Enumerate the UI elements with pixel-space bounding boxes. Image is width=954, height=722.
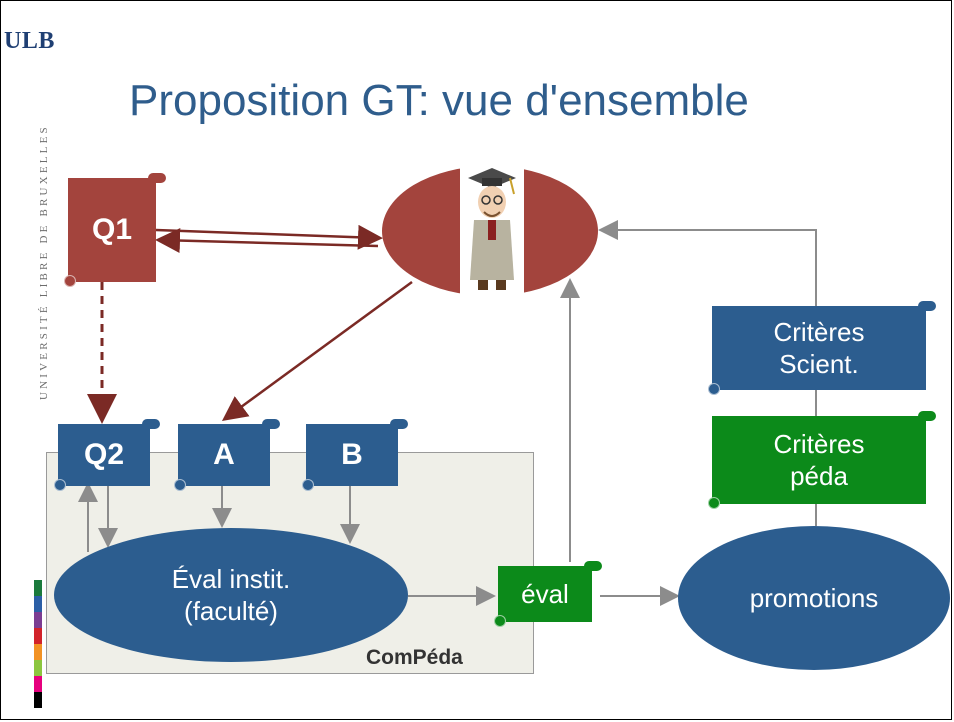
arrow-prof-to-q1 — [155, 228, 379, 254]
b-scroll: B — [302, 419, 408, 491]
q2-label: Q2 — [83, 438, 125, 471]
ulb-logo: ULB — [4, 28, 55, 54]
color-bar — [34, 580, 42, 708]
eval-scroll: éval — [494, 561, 602, 627]
promotions-label: promotions — [749, 583, 879, 613]
criteres-scient-scroll: Critères Scient. — [708, 301, 936, 395]
eval-instit-line2: (faculté) — [184, 596, 278, 626]
eval-instit-line1: Éval instit. — [171, 564, 291, 594]
criteres-peda-line2: péda — [790, 461, 848, 491]
criteres-peda-scroll: Critères péda — [708, 411, 936, 509]
criteres-peda-line1: Critères — [773, 429, 865, 459]
arrow-q1-to-prof — [155, 224, 383, 250]
slide-title: Proposition GT: vue d'ensemble — [129, 76, 749, 125]
q1-scroll: Q1 — [64, 173, 166, 287]
criteres-scient-line1: Critères — [773, 317, 865, 347]
professor-icon — [460, 166, 524, 298]
a-scroll: A — [174, 419, 280, 491]
eval-label: éval — [521, 579, 569, 609]
promotions-ellipse: promotions — [678, 526, 950, 670]
criteres-scient-line2: Scient. — [779, 349, 859, 379]
arrow-prof-to-a — [221, 280, 413, 421]
b-label: B — [341, 438, 363, 471]
q1-label: Q1 — [91, 213, 133, 246]
eval-instit-ellipse: Éval instit. (faculté) — [54, 528, 408, 662]
q2-scroll: Q2 — [54, 419, 160, 491]
a-label: A — [213, 438, 235, 471]
comped-label: ComPéda — [366, 646, 463, 669]
